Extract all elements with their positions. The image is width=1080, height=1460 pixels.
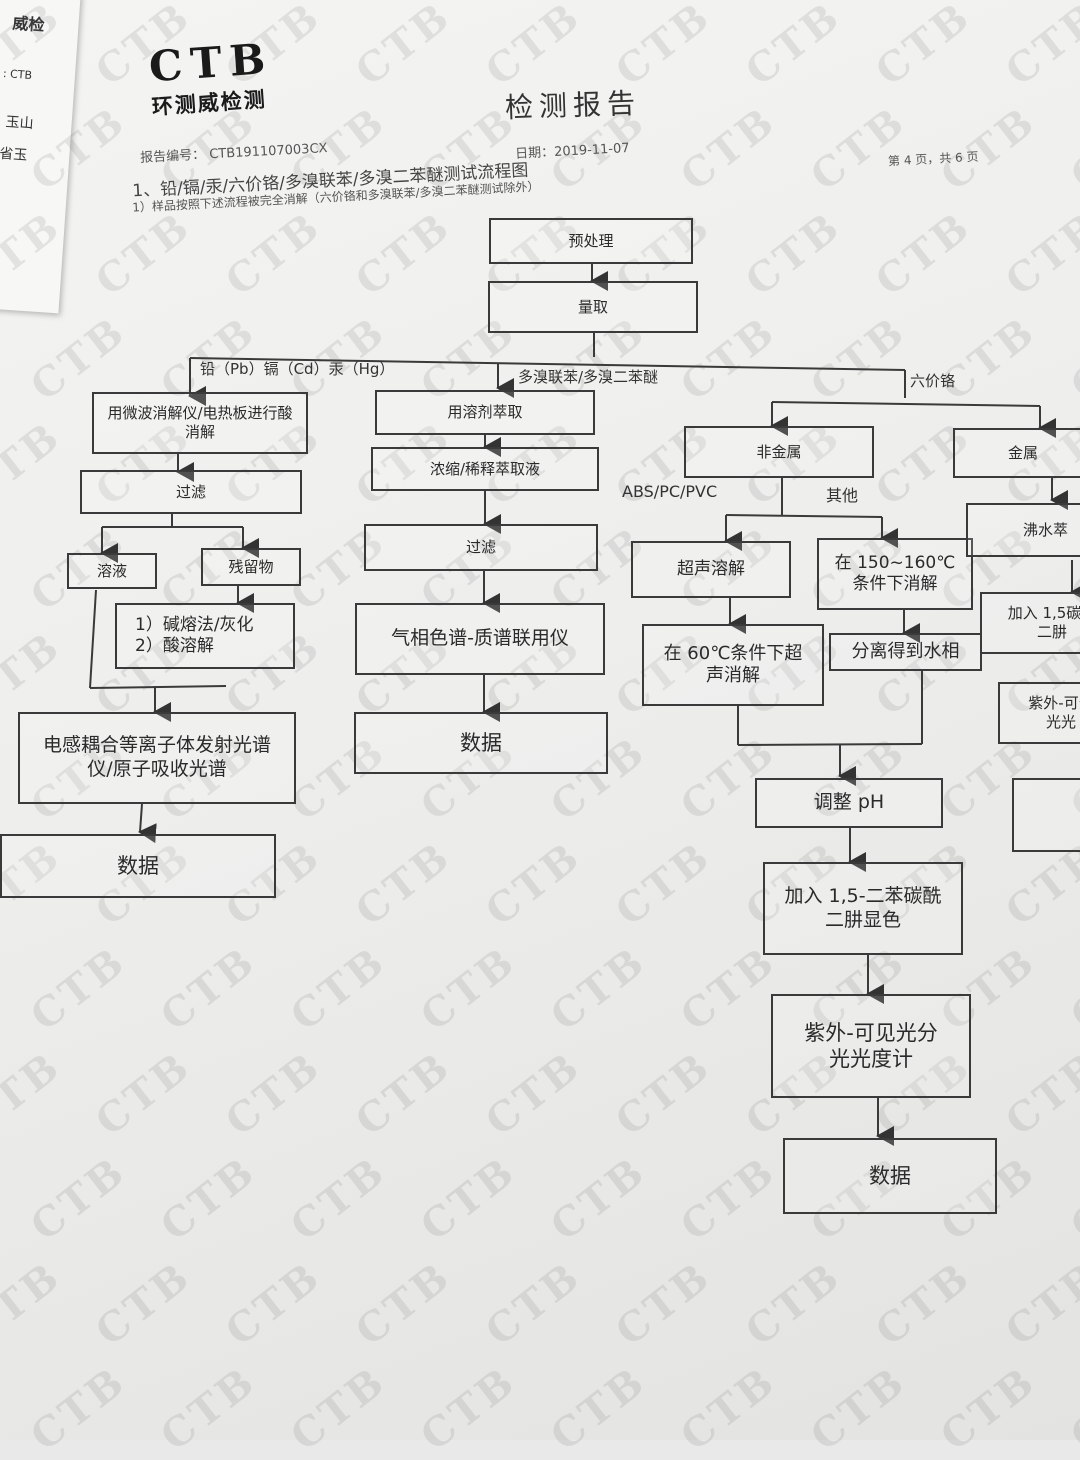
non-metal-box: 非金属: [684, 426, 874, 478]
add-reagent-box: 加入 1,5-二苯碳酰二肼显色: [763, 862, 963, 955]
residue-treatment-box: 1）碱熔法/灰化 2）酸溶解: [115, 603, 295, 669]
adjust-ph-box: 调整 pH: [755, 778, 943, 828]
pbb-filter-box: 过滤: [364, 524, 598, 571]
cr6-data-box: 数据: [783, 1138, 997, 1214]
solution-box: 溶液: [67, 553, 157, 589]
branch-label-pbb: 多溴联苯/多溴二苯醚: [518, 368, 659, 386]
residue-treatment-step-2: 2）酸溶解: [135, 636, 214, 656]
digest-150-160-box: 在 150~160℃条件下消解: [817, 538, 973, 610]
separate-aqueous-box: 分离得到水相: [829, 633, 982, 671]
metal-uv-box: 紫外-可分光光: [998, 682, 1080, 744]
weigh-box: 量取: [488, 281, 698, 333]
ultrasonic-60-box: 在 60℃条件下超声消解: [642, 624, 824, 706]
boiling-water-extract-box: 沸水萃: [966, 503, 1080, 557]
uv-vis-box: 紫外-可见光分光光度计: [771, 994, 971, 1098]
metal-next-box: [1012, 778, 1080, 852]
metals-data-box: 数据: [0, 834, 276, 898]
gc-ms-box: 气相色谱-质谱联用仪: [355, 603, 605, 675]
icp-aas-box: 电感耦合等离子体发射光谱仪/原子吸收光谱: [18, 712, 296, 804]
abs-pc-pvc-label: ABS/PC/PVC: [622, 482, 718, 501]
acid-digestion-box: 用微波消解仪/电热板进行酸消解: [92, 392, 308, 454]
solvent-extraction-box: 用溶剂萃取: [375, 390, 595, 435]
concentrate-dilute-box: 浓缩/稀释萃取液: [371, 447, 599, 491]
residue-treatment-step-1: 1）碱熔法/灰化: [135, 614, 254, 635]
metal-box: 金属: [953, 428, 1080, 478]
branch-label-metals: 铅（Pb）镉（Cd）汞（Hg）: [200, 360, 395, 378]
other-materials-label: 其他: [826, 486, 859, 505]
residue-box: 残留物: [201, 548, 301, 586]
branch-label-cr6: 六价铬: [910, 372, 956, 390]
pretreatment-box: 预处理: [489, 218, 693, 264]
pbb-data-box: 数据: [354, 712, 608, 774]
metals-filter-box: 过滤: [80, 470, 302, 514]
metal-add-reagent-box: 加入 1,5碳酰二肼: [980, 592, 1080, 654]
ultrasonic-dissolve-box: 超声溶解: [631, 541, 791, 598]
